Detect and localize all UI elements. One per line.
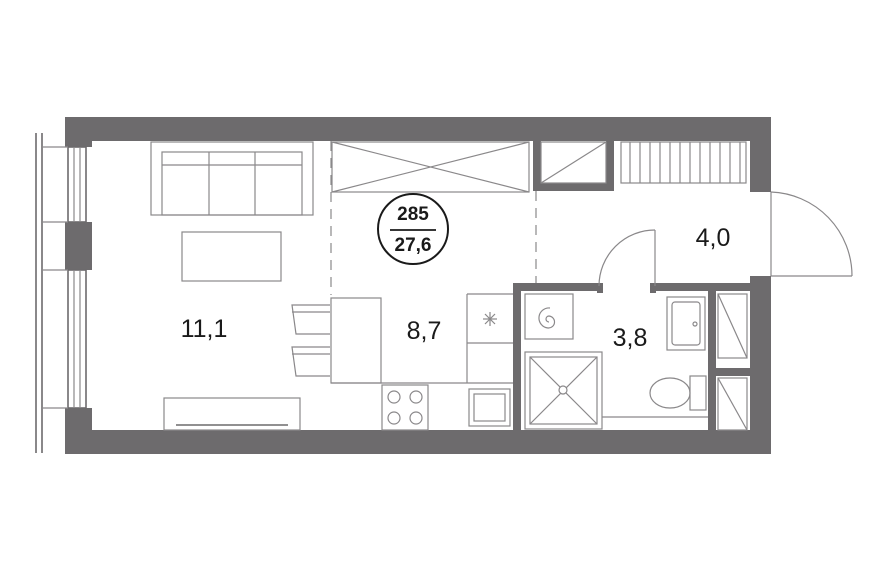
total-area: 27,6 bbox=[395, 235, 432, 256]
tv-unit-icon bbox=[163, 397, 301, 431]
window-lower bbox=[42, 269, 87, 409]
dining-table bbox=[330, 297, 382, 384]
area-badge: 285 27,6 bbox=[377, 193, 449, 265]
bathroom-area: 3,8 bbox=[613, 324, 648, 352]
living-room-area: 11,1 bbox=[181, 315, 228, 343]
chair-icon bbox=[291, 304, 330, 335]
shower-icon bbox=[524, 351, 603, 430]
door-icon bbox=[598, 229, 656, 287]
walls bbox=[65, 117, 771, 454]
storage-cabinet bbox=[717, 377, 748, 431]
window-upper bbox=[35, 133, 87, 453]
radiator-icon bbox=[620, 141, 747, 184]
sink-icon bbox=[666, 296, 706, 351]
oven-icon bbox=[468, 388, 511, 427]
fridge-icon bbox=[483, 312, 497, 326]
sofa-icon bbox=[150, 141, 314, 216]
apartment-number: 285 bbox=[397, 204, 429, 225]
wardrobe-icon bbox=[331, 141, 530, 193]
kitchen-area: 8,7 bbox=[407, 317, 442, 345]
chair-icon bbox=[291, 346, 330, 377]
stove-icon bbox=[381, 384, 429, 431]
toilet-icon bbox=[649, 375, 707, 411]
hall-area: 4,0 bbox=[696, 224, 731, 252]
storage-cabinet bbox=[540, 141, 607, 184]
door-icon bbox=[770, 191, 853, 277]
coffee-table-icon bbox=[181, 231, 282, 282]
storage-cabinet bbox=[717, 293, 748, 359]
washer-icon bbox=[524, 293, 574, 340]
